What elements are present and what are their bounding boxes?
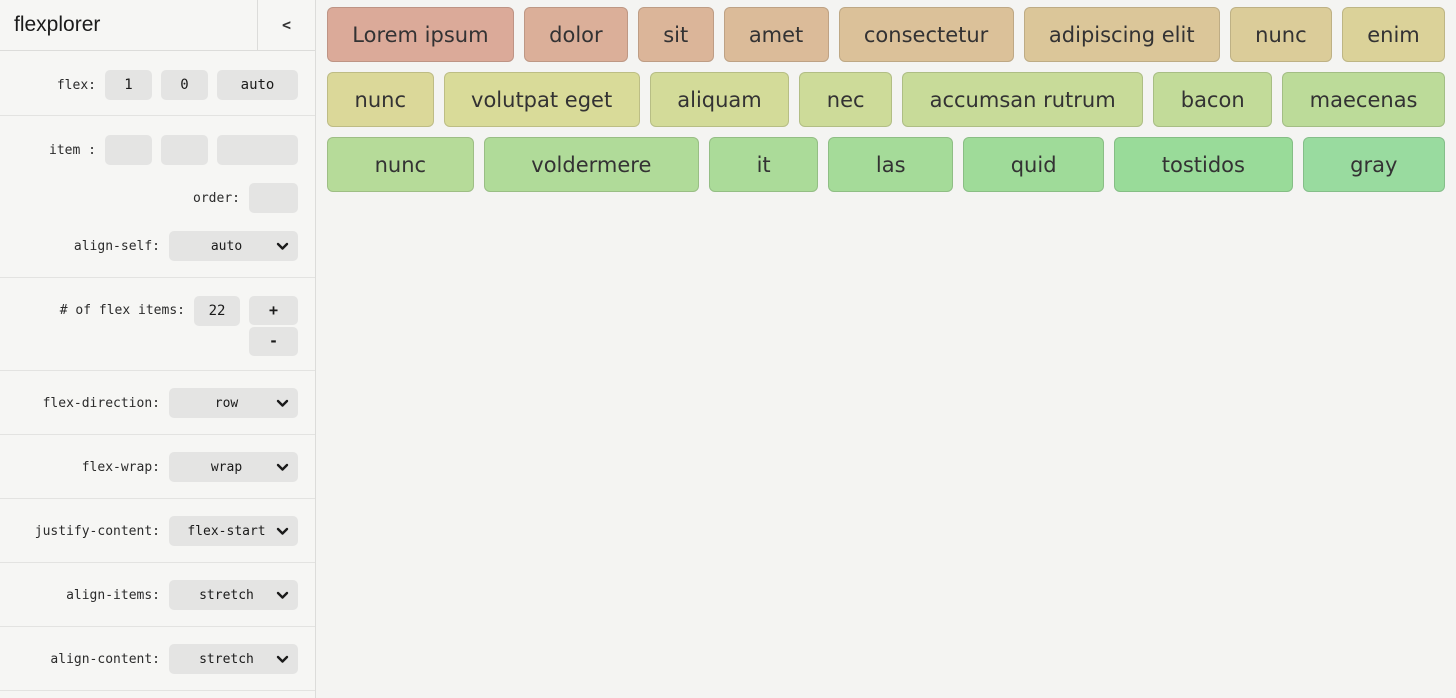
add-item-button[interactable]: +: [249, 296, 298, 325]
align-content-select[interactable]: stretch: [169, 644, 298, 674]
align-self-select[interactable]: auto: [169, 231, 298, 261]
flex-item[interactable]: nunc: [327, 137, 474, 192]
item-label: item :: [49, 142, 96, 158]
flex-direction-select[interactable]: row: [169, 388, 298, 418]
flex-wrap-label: flex-wrap:: [81, 459, 160, 475]
flex-grow-input[interactable]: [105, 70, 152, 100]
flex-row: flex:: [0, 70, 298, 100]
flex-direction-label: flex-direction:: [42, 395, 160, 411]
flex-item[interactable]: accumsan rutrum: [902, 72, 1144, 127]
align-content-label: align-content:: [50, 651, 160, 667]
flex-item[interactable]: bacon: [1153, 72, 1273, 127]
align-items-label: align-items:: [66, 587, 160, 603]
flex-wrap-section: flex-wrap: wrap: [0, 435, 315, 499]
sidebar-header: flexplorer <: [0, 0, 315, 51]
chevron-down-icon: [276, 527, 289, 535]
chevron-down-icon: [276, 655, 289, 663]
flex-items-count-section: # of flex items: + -: [0, 278, 315, 371]
count-buttons: + -: [249, 296, 298, 356]
flex-items-count-label: # of flex items:: [59, 303, 185, 318]
flex-items-count-row: # of flex items: + -: [0, 296, 298, 356]
flex-item[interactable]: voldermere: [483, 137, 699, 192]
flex-shrink-input[interactable]: [161, 70, 208, 100]
item-shrink-input[interactable]: [161, 135, 208, 165]
flex-direction-section: flex-direction: row: [0, 371, 315, 435]
flex-item[interactable]: sit: [637, 7, 714, 62]
flex-wrap-row: flex-wrap: wrap: [0, 452, 298, 482]
page-title: flexplorer: [14, 13, 101, 36]
flex-item[interactable]: volutpat eget: [443, 72, 640, 127]
flex-item[interactable]: gray: [1302, 137, 1446, 192]
order-row: order:: [0, 183, 298, 213]
item-grow-input[interactable]: [105, 135, 152, 165]
flex-item[interactable]: nunc: [1229, 7, 1332, 62]
flex-item[interactable]: tostidos: [1114, 137, 1293, 192]
item-row: item :: [0, 135, 298, 165]
flex-item[interactable]: nunc: [327, 72, 434, 127]
order-label: order:: [193, 190, 240, 206]
flex-item[interactable]: las: [828, 137, 954, 192]
justify-content-row: justify-content: flex-start: [0, 516, 298, 546]
flex-label: flex:: [56, 77, 96, 93]
collapse-sidebar-button[interactable]: <: [257, 0, 315, 50]
flex-item[interactable]: it: [708, 137, 819, 192]
justify-content-label: justify-content:: [34, 523, 160, 539]
flex-item[interactable]: consectetur: [838, 7, 1014, 62]
item-basis-input[interactable]: [217, 135, 298, 165]
flex-item[interactable]: aliquam: [649, 72, 790, 127]
chevron-down-icon: [276, 399, 289, 407]
flex-direction-row: flex-direction: row: [0, 388, 298, 418]
flex-wrap-select[interactable]: wrap: [169, 452, 298, 482]
flex-item[interactable]: quid: [963, 137, 1105, 192]
align-items-section: align-items: stretch: [0, 563, 315, 627]
flex-item[interactable]: enim: [1341, 7, 1446, 62]
chevron-down-icon: [276, 242, 289, 250]
item-section: item : order: align-self: auto: [0, 116, 315, 278]
flex-item[interactable]: Lorem ipsum: [327, 7, 514, 62]
chevron-down-icon: [276, 463, 289, 471]
flex-item[interactable]: maecenas: [1282, 72, 1446, 127]
align-items-select[interactable]: stretch: [169, 580, 298, 610]
flex-section: flex:: [0, 51, 315, 116]
flex-item[interactable]: adipiscing elit: [1023, 7, 1220, 62]
flex-items-count-input[interactable]: [194, 296, 240, 326]
flex-item[interactable]: amet: [723, 7, 829, 62]
flex-basis-input[interactable]: [217, 70, 298, 100]
order-input[interactable]: [249, 183, 298, 213]
align-self-label: align-self:: [73, 238, 160, 254]
align-content-section: align-content: stretch: [0, 627, 315, 691]
align-content-row: align-content: stretch: [0, 644, 298, 674]
chevron-down-icon: [276, 591, 289, 599]
remove-item-button[interactable]: -: [249, 327, 298, 356]
align-items-row: align-items: stretch: [0, 580, 298, 610]
justify-content-section: justify-content: flex-start: [0, 499, 315, 563]
justify-content-select[interactable]: flex-start: [169, 516, 298, 546]
flex-item[interactable]: dolor: [523, 7, 628, 62]
sidebar: flexplorer < flex: item : order:: [0, 0, 316, 698]
flex-item[interactable]: nec: [799, 72, 893, 127]
align-self-row: align-self: auto: [0, 231, 298, 261]
